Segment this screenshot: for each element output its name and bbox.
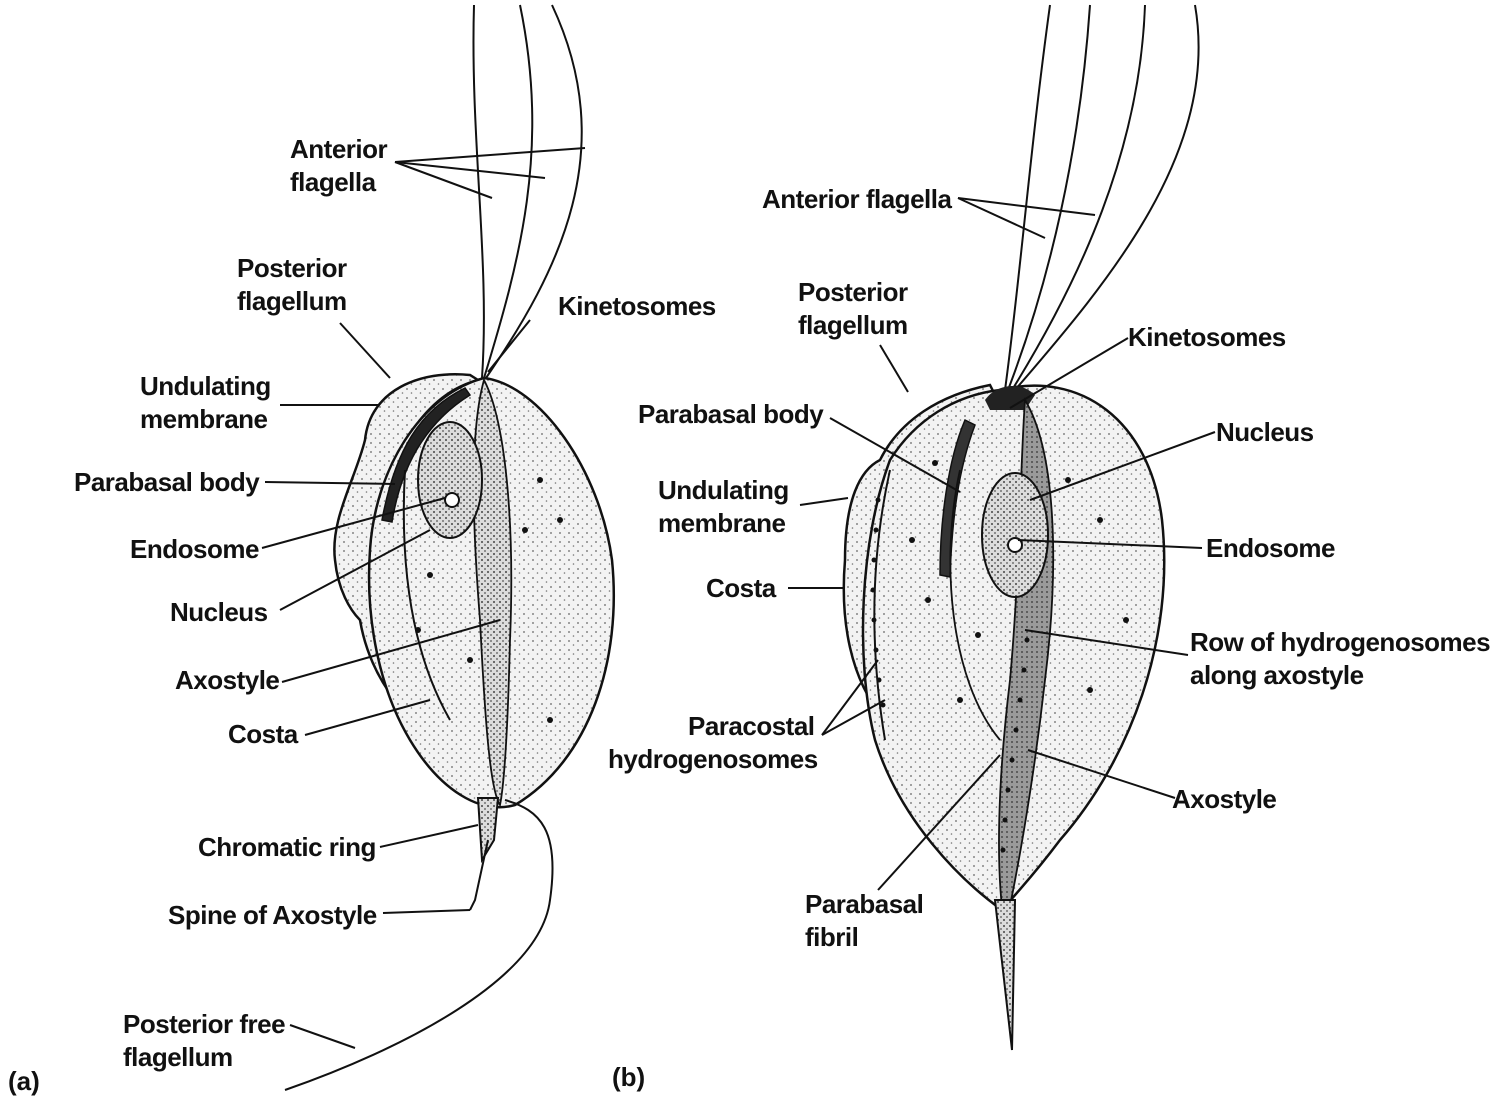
panel-tag-a: (a)	[8, 1066, 40, 1097]
panel-tag-b: (b)	[612, 1062, 645, 1093]
label-nucleus-a: Nucleus	[170, 596, 268, 629]
nucleus-b	[982, 473, 1048, 597]
anterior-flagellum-a2	[484, 5, 532, 378]
label-nucleus-b: Nucleus	[1216, 416, 1314, 449]
label-costa-a: Costa	[228, 718, 298, 751]
label-costa-b: Costa	[706, 572, 776, 605]
anterior-flagellum-b2	[1008, 5, 1090, 390]
label-undulating-membrane-b: Undulating membrane	[658, 474, 789, 540]
label-posterior-free-flagellum-a: Posterior free flagellum	[123, 1008, 285, 1074]
label-posterior-flagellum-b: Posterior flagellum	[798, 276, 908, 342]
label-row-of-hydrogenosomes-b: Row of hydrogenosomes along axostyle	[1190, 626, 1490, 692]
label-paracostal-hydrogenosomes-b: Paracostal hydrogenosomes	[608, 710, 818, 776]
label-anterior-flagella-b: Anterior flagella	[762, 183, 951, 216]
label-parabasal-body-b: Parabasal body	[638, 398, 823, 431]
label-kinetosomes-b: Kinetosomes	[1128, 321, 1286, 354]
spine-of-axostyle-a	[470, 840, 488, 910]
endosome-a	[445, 493, 459, 507]
nucleus-a	[418, 422, 482, 538]
label-endosome-a: Endosome	[130, 533, 259, 566]
chromatic-ring-a	[478, 798, 498, 860]
label-kinetosomes-a: Kinetosomes	[558, 290, 716, 323]
label-posterior-flagellum-a: Posterior flagellum	[237, 252, 347, 318]
spine-b	[995, 900, 1015, 1050]
label-chromatic-ring-a: Chromatic ring	[198, 831, 376, 864]
label-axostyle-b: Axostyle	[1172, 783, 1276, 816]
label-axostyle-a: Axostyle	[175, 664, 279, 697]
label-spine-of-axostyle-a: Spine of Axostyle	[168, 899, 377, 932]
label-parabasal-fibril-b: Parabasal fibril	[805, 888, 923, 954]
label-endosome-b: Endosome	[1206, 532, 1335, 565]
label-parabasal-body-a: Parabasal body	[74, 466, 259, 499]
label-undulating-membrane-a: Undulating membrane	[140, 370, 271, 436]
label-anterior-flagella-a: Anterior flagella	[290, 133, 387, 199]
anterior-flagellum-b3	[1012, 5, 1145, 390]
